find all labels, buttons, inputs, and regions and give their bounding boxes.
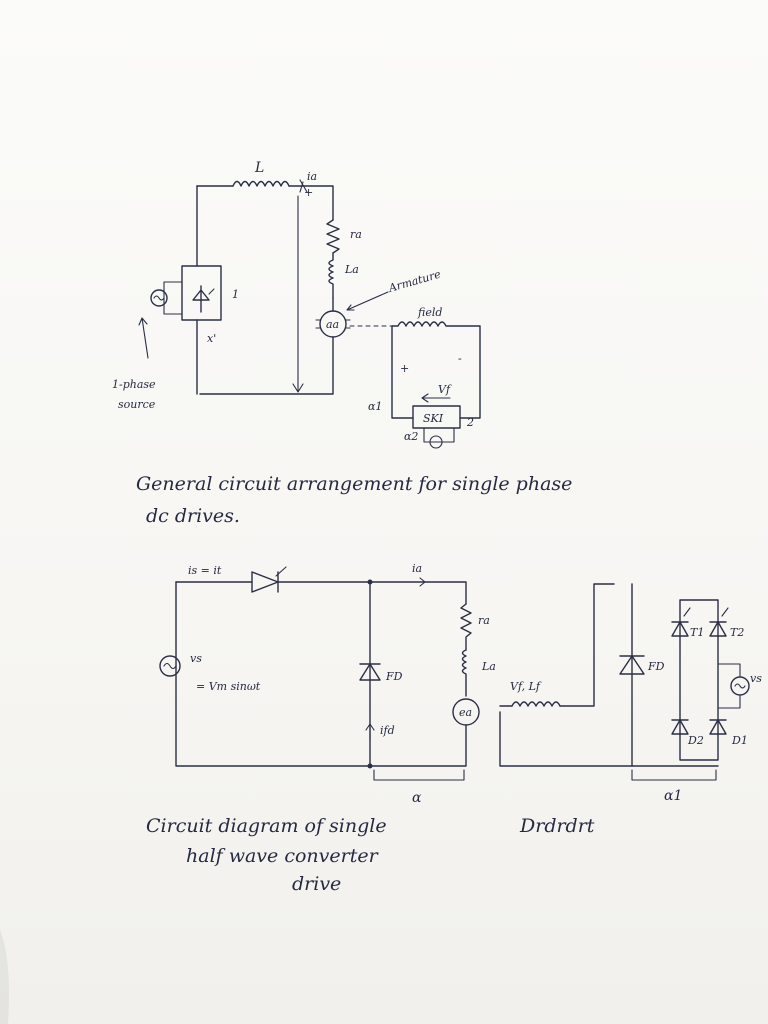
caption-line1: Circuit diagram of single [146, 815, 387, 837]
ac-source-icon [159, 655, 181, 677]
diagram-field-converter: Vf, Lf FD T1 T2 D2 D1 vs α1 Drdrdrt [499, 583, 762, 837]
thyristor1-label: T1 [690, 626, 704, 639]
top-wire-right [277, 581, 467, 605]
caption-line1: General circuit arrangement for single p… [136, 473, 572, 495]
source-wires [717, 663, 741, 709]
thyristor2-label: T2 [730, 626, 744, 639]
field-label: field [417, 306, 442, 319]
source-equation: = Vm sinωt [196, 680, 261, 693]
field-minus: - [458, 352, 462, 365]
thyristor-t1-symbol [671, 621, 689, 637]
freewheel-label: FD [647, 660, 665, 673]
field-wire-top [559, 583, 615, 707]
inductor-label: Vf, Lf [510, 680, 542, 693]
right-wire [199, 297, 334, 395]
thyristor-gates [683, 607, 729, 617]
field-converter-label: SKI [423, 412, 444, 425]
field-source-wires [423, 427, 455, 443]
source-pointer-arrow [138, 317, 149, 359]
ia-arrow [409, 577, 426, 587]
current-arrow [299, 179, 308, 193]
thyristor-t2-symbol [709, 621, 727, 637]
field-alpha-label: α1 [368, 400, 382, 413]
ac-source-icon [730, 676, 750, 696]
diode-d2-symbol [671, 719, 689, 735]
field-winding-loop [391, 321, 481, 419]
armature-label: Armature [386, 268, 442, 296]
ac-source-wave [153, 295, 165, 301]
junction-top [367, 579, 373, 585]
alpha-label: α1 [664, 788, 682, 804]
ifd-arrow [365, 723, 375, 741]
freewheel-current-label: ifd [380, 724, 395, 737]
caption-line2: dc drives. [146, 505, 240, 527]
motor-brushes [315, 319, 351, 329]
diode2-label: D2 [687, 734, 704, 747]
source-label: vs [750, 672, 762, 685]
converter-label-1: 1 [232, 288, 239, 301]
resistor-ra-symbol [326, 219, 340, 254]
field-wire-bottom [499, 711, 719, 767]
resistor-label: ra [478, 614, 490, 627]
ac-source-icon [150, 289, 168, 307]
resistor-label: ra [350, 228, 362, 241]
inductor-l-symbol [232, 180, 290, 187]
motor-label: aa [326, 318, 339, 331]
thyristor-symbol [251, 571, 279, 593]
freewheel-label: FD [385, 670, 403, 683]
field-alpha2-label: α2 [404, 430, 418, 443]
motor-label: ea [459, 706, 472, 719]
junction-bottom [367, 763, 373, 769]
diagram-general-arrangement: L ia + ra La aa Armature field + - Vf SK… [112, 160, 572, 527]
source-label: vs [190, 652, 202, 665]
plus-sign-top: + [304, 186, 313, 199]
alpha-bracket [373, 769, 465, 781]
diode-d1-symbol [709, 719, 727, 735]
freewheel-diode-symbol [619, 655, 645, 675]
caption: Drdrdrt [519, 815, 595, 837]
field-converter-out-label: 2 [466, 416, 474, 429]
armature-current-label: ia [412, 562, 422, 575]
converter-label-2: x' [207, 332, 216, 345]
ac-source-wave [163, 662, 177, 670]
inductor-la-symbol [461, 649, 467, 697]
return-wire [175, 581, 467, 767]
converter-thyristor-symbol [192, 285, 210, 313]
alpha-bracket [631, 769, 717, 781]
freewheel-diode-symbol [359, 663, 381, 681]
armature-converter-box [181, 265, 222, 321]
field-inductor-symbol [511, 701, 561, 707]
caption-line2: half wave converter [186, 845, 380, 867]
inductance-label: La [481, 660, 496, 673]
field-plus: + [400, 362, 409, 375]
thyristor-gate [275, 566, 287, 577]
ac-source-wave [734, 683, 746, 689]
armature-inductance-label: La [344, 263, 359, 276]
field-voltage-arrow [421, 393, 451, 403]
field-converter-box [412, 405, 461, 429]
armature-pointer-arrow [346, 291, 389, 311]
bridge-frame [679, 599, 719, 761]
source-current-label: is = it [188, 564, 222, 577]
source-label-line1: 1-phase [112, 378, 156, 391]
diagram-half-wave-converter: is = it ia ra La ea vs = Vm sinωt FD ifd… [146, 562, 496, 895]
diode1-label: D1 [731, 734, 748, 747]
inductor-label: L [254, 160, 264, 176]
field-loop-left [391, 325, 414, 419]
page-shadow [0, 930, 9, 1024]
alpha-label: α [412, 790, 422, 806]
field-ac-source-icon [429, 435, 443, 449]
inductor-la-symbol [328, 252, 334, 299]
armature-voltage-arrow [292, 195, 304, 393]
caption-line3: drive [292, 873, 341, 895]
field-supply-label: Vf [438, 383, 452, 396]
converter-gate [208, 288, 215, 295]
source-label-line2: source [118, 398, 156, 411]
current-label: ia [307, 170, 317, 183]
resistor-ra-symbol [460, 603, 472, 651]
